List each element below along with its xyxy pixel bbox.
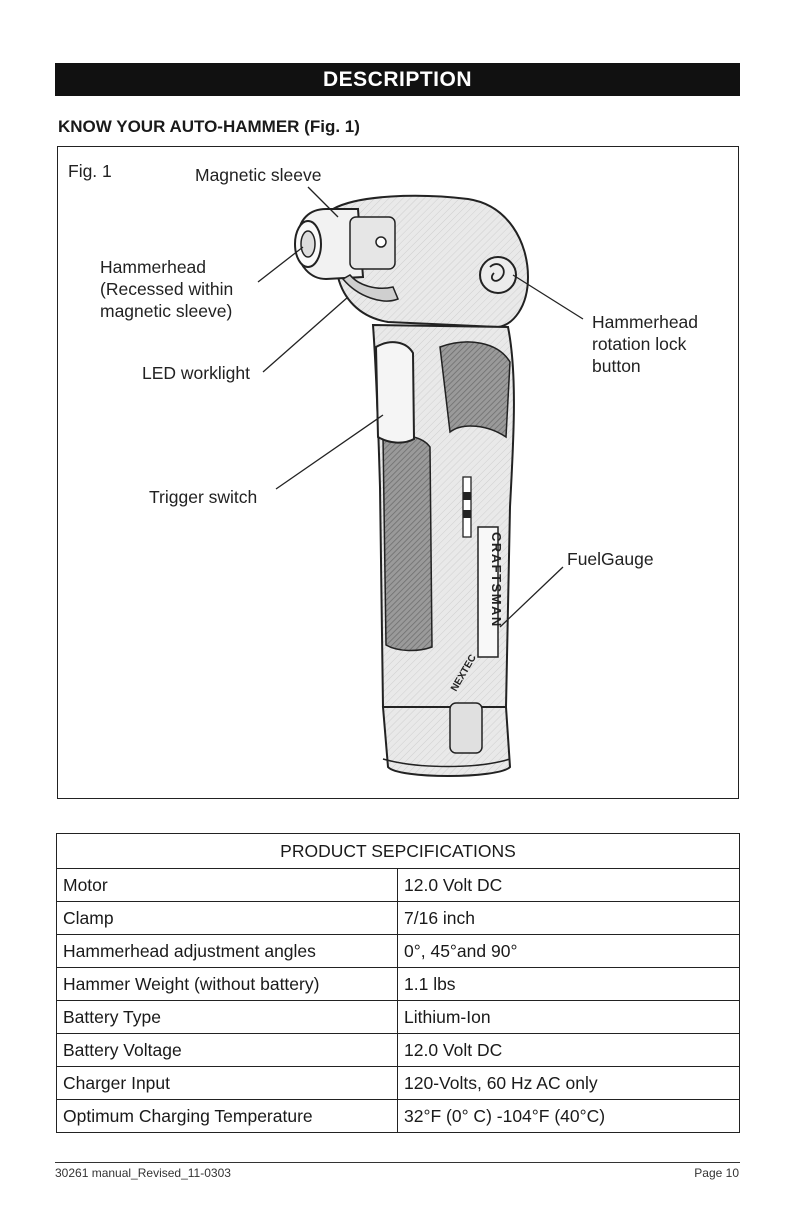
table-row: Motor 12.0 Volt DC (57, 869, 740, 902)
section-banner: DESCRIPTION (55, 63, 740, 96)
footer-divider (55, 1162, 740, 1163)
callout-hammerhead-line3: magnetic sleeve) (100, 301, 232, 322)
callout-trigger-switch: Trigger switch (149, 487, 257, 508)
callout-hammerhead-line2: (Recessed within (100, 279, 233, 300)
figure-1: CRAFTSMAN NEXTEC Fig. 1 Magnetic sleeve … (57, 146, 739, 799)
table-header-row: PRODUCT SEPCIFICATIONS (57, 834, 740, 869)
trigger (376, 342, 414, 442)
table-row: Optimum Charging Temperature 32°F (0° C)… (57, 1100, 740, 1133)
table-row: Charger Input 120-Volts, 60 Hz AC only (57, 1067, 740, 1100)
spec-value: Lithium-Ion (398, 1001, 740, 1034)
product-specifications-table: PRODUCT SEPCIFICATIONS Motor 12.0 Volt D… (56, 833, 740, 1133)
callout-fuel-gauge: FuelGauge (567, 549, 654, 570)
spec-value: 1.1 lbs (398, 968, 740, 1001)
section-title: KNOW YOUR AUTO-HAMMER (Fig. 1) (58, 117, 360, 137)
spec-label: Optimum Charging Temperature (57, 1100, 398, 1133)
battery-pack (383, 707, 510, 776)
spec-value: 12.0 Volt DC (398, 1034, 740, 1067)
spec-value: 120-Volts, 60 Hz AC only (398, 1067, 740, 1100)
spec-label: Charger Input (57, 1067, 398, 1100)
battery-release-button (450, 703, 482, 753)
spec-label: Hammerhead adjustment angles (57, 935, 398, 968)
spec-label: Battery Type (57, 1001, 398, 1034)
table-row: Hammerhead adjustment angles 0°, 45°and … (57, 935, 740, 968)
fuel-gauge (463, 477, 471, 537)
auto-hammer-illustration: CRAFTSMAN NEXTEC (58, 147, 740, 800)
spec-label: Clamp (57, 902, 398, 935)
rotation-lock-button (480, 257, 516, 293)
handle-grip-right (440, 342, 510, 437)
spec-label: Motor (57, 869, 398, 902)
spec-value: 0°, 45°and 90° (398, 935, 740, 968)
spec-value: 7/16 inch (398, 902, 740, 935)
spec-value: 12.0 Volt DC (398, 869, 740, 902)
callout-rotation-lock-line2: rotation lock (592, 334, 686, 355)
footer-document-id: 30261 manual_Revised_11-0303 (55, 1166, 231, 1180)
fig-label: Fig. 1 (68, 161, 112, 182)
spec-label: Hammer Weight (without battery) (57, 968, 398, 1001)
callout-magnetic-sleeve: Magnetic sleeve (195, 165, 321, 186)
table-title: PRODUCT SEPCIFICATIONS (57, 834, 740, 869)
callout-rotation-lock-line3: button (592, 356, 641, 377)
table-row: Hammer Weight (without battery) 1.1 lbs (57, 968, 740, 1001)
footer-page-number: Page 10 (694, 1166, 739, 1180)
callout-hammerhead-line1: Hammerhead (100, 257, 206, 278)
callout-rotation-lock-line1: Hammerhead (592, 312, 698, 333)
table-row: Clamp 7/16 inch (57, 902, 740, 935)
spec-value: 32°F (0° C) -104°F (40°C) (398, 1100, 740, 1133)
handle-grip-left (383, 435, 432, 650)
table-row: Battery Type Lithium-Ion (57, 1001, 740, 1034)
spec-label: Battery Voltage (57, 1034, 398, 1067)
callout-led-worklight: LED worklight (142, 363, 250, 384)
table-row: Battery Voltage 12.0 Volt DC (57, 1034, 740, 1067)
brand-logo: CRAFTSMAN (489, 532, 504, 628)
